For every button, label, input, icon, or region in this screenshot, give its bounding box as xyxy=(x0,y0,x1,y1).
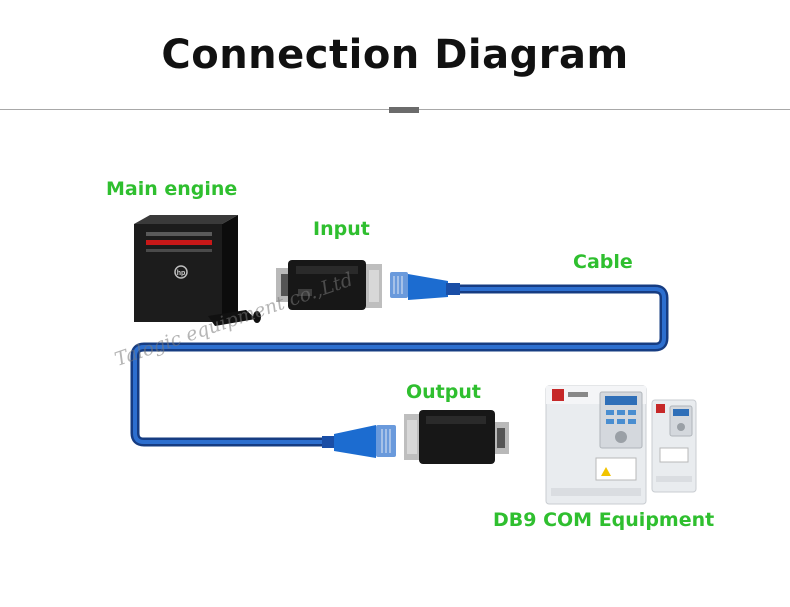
input-adapter-icon xyxy=(276,260,382,310)
output-adapter-icon xyxy=(404,410,509,464)
output-label: Output xyxy=(406,381,481,403)
inverter-large-icon xyxy=(545,385,647,505)
equipment-label: DB9 COM Equipment xyxy=(493,509,715,531)
title-divider-accent xyxy=(389,107,419,113)
rj45-plug-output-icon xyxy=(322,425,396,458)
inverter-small-icon xyxy=(651,399,697,493)
pc-tower-icon: hp xyxy=(134,215,238,322)
cable-label: Cable xyxy=(573,251,633,273)
network-cable xyxy=(130,284,669,447)
svg-text:hp: hp xyxy=(177,270,186,277)
mouse-icon xyxy=(253,311,261,323)
main-engine-label: Main engine xyxy=(106,178,238,200)
keyboard-icon xyxy=(208,310,256,326)
input-label: Input xyxy=(313,218,370,240)
page-title: Connection Diagram xyxy=(161,32,629,78)
rj45-plug-input-icon xyxy=(390,272,460,300)
